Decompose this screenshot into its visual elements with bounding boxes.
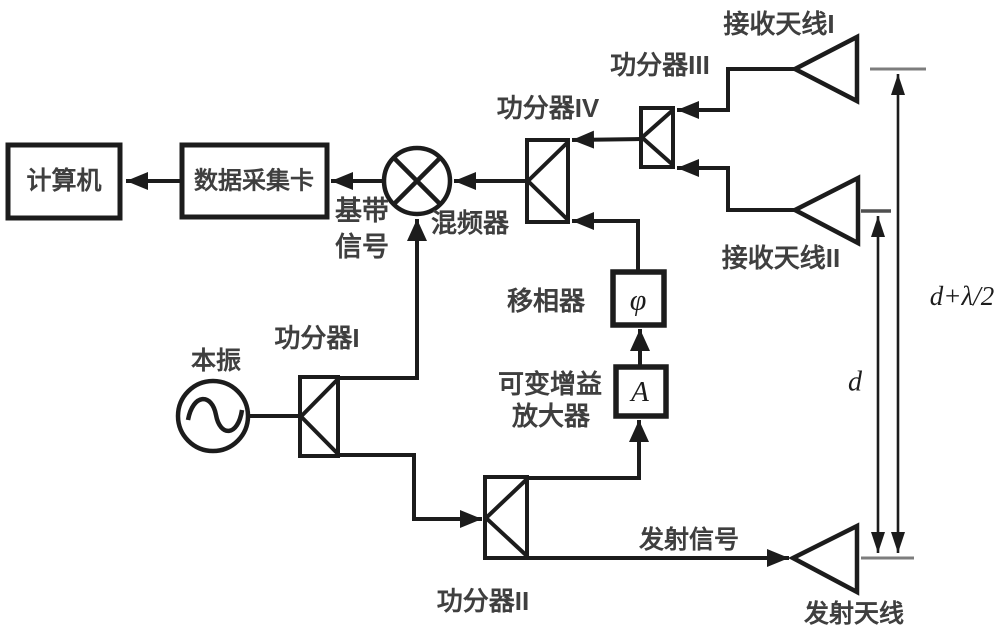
mixer-cross-icon <box>392 156 442 206</box>
daq-card-block: 数据采集卡 <box>179 142 330 220</box>
power-divider2-triangle-icon <box>483 477 529 558</box>
dimension-annotations: d d+λ/2 <box>848 67 994 560</box>
sine-wave-icon <box>185 396 245 434</box>
vga-label-line2: 放大器 <box>511 401 591 431</box>
phase-shifter-label: 移相器 <box>507 286 586 316</box>
vga-label-line1: 可变增益 <box>498 369 602 399</box>
power-divider1-triangle-icon <box>298 377 340 456</box>
vga-block: A 可变增益 放大器 <box>498 364 669 431</box>
local-oscillator-block: 本振 <box>175 347 251 454</box>
tx-antenna-icon <box>788 522 860 596</box>
baseband-signal-annotation: 基带 信号 <box>335 196 389 262</box>
baseband-label-line1: 基带 <box>335 196 389 226</box>
wire-phase-to-divider4 <box>572 212 640 272</box>
rx-antenna1-label: 接收天线I <box>723 9 834 39</box>
power-divider2-label: 功分器II <box>437 586 529 616</box>
mixer-circle-icon <box>381 145 453 217</box>
tx-antenna-block: 发射天线 <box>788 522 904 628</box>
daq-card-box <box>179 142 330 220</box>
baseband-label-line2: 信号 <box>335 232 389 262</box>
power-divider3-triangle-icon <box>638 108 675 167</box>
rx-antenna1-block: 接收天线I <box>723 9 860 105</box>
power-divider3-box <box>639 106 675 169</box>
mixer-label: 混频器 <box>431 208 510 238</box>
wire-rx1-to-divider3 <box>677 67 795 119</box>
power-divider1-label: 功分器I <box>274 323 359 353</box>
dim-label-d-lambda: d+λ/2 <box>930 281 994 311</box>
mixer-block: 混频器 <box>381 145 510 238</box>
wire-divider2-to-amp <box>527 420 649 480</box>
power-divider4-triangle-icon <box>525 140 570 222</box>
rx-antenna2-block: 接收天线II <box>722 174 861 273</box>
wire-divider3-to-divider4 <box>571 130 642 149</box>
vga-symbol: A <box>629 376 649 408</box>
rx-antenna2-label: 接收天线II <box>722 243 840 273</box>
daq-card-label: 数据采集卡 <box>194 167 314 195</box>
phase-shifter-block: φ 移相器 <box>507 269 667 328</box>
tx-antenna-label: 发射天线 <box>803 599 904 628</box>
power-divider4-block: 功分器IV <box>497 93 600 224</box>
tx-signal-label: 发射信号 <box>638 525 739 554</box>
computer-block: 计算机 <box>5 142 123 221</box>
wire-divider1-to-divider2 <box>338 453 482 528</box>
power-divider1-block: 功分器I <box>274 323 360 458</box>
dim-label-d: d <box>848 367 863 398</box>
oscillator-circle-icon <box>175 378 251 454</box>
signal-wires <box>126 67 795 567</box>
wire-rx2-to-divider3 <box>677 159 795 212</box>
wire-divider1-to-mixer <box>338 219 427 380</box>
power-divider2-block: 功分器II <box>437 475 529 616</box>
power-divider2-box <box>483 475 529 560</box>
local-oscillator-label: 本振 <box>191 347 241 375</box>
vga-box <box>613 364 669 419</box>
rx-antenna1-icon <box>790 33 860 105</box>
power-divider3-label: 功分器III <box>610 50 710 80</box>
power-divider4-label: 功分器IV <box>497 93 600 123</box>
power-divider1-box <box>298 375 340 458</box>
computer-label: 计算机 <box>26 166 101 195</box>
power-divider4-box <box>525 138 570 224</box>
phase-shifter-box <box>610 269 667 328</box>
phase-shifter-symbol: φ <box>630 284 647 317</box>
computer-box <box>5 142 123 221</box>
rx-antenna2-icon <box>790 174 861 247</box>
power-divider3-block: 功分器III <box>610 50 710 169</box>
